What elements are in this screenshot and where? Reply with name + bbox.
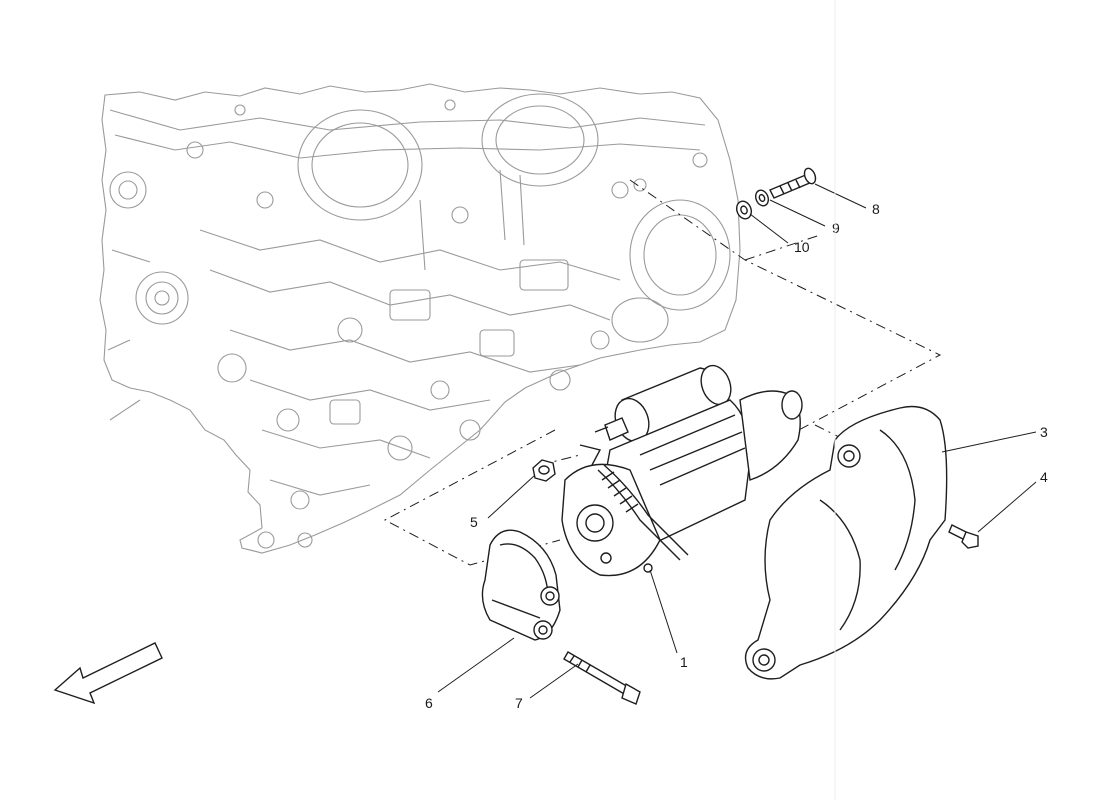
front-direction-arrow-icon [53,642,163,705]
callout-4: 4 [1040,469,1048,485]
spacer-washer [735,200,753,220]
starter-heat-shield [744,405,948,680]
nut [532,459,556,482]
shield-screw [948,524,979,549]
callout-3: 3 [1040,424,1048,440]
callout-10: 10 [794,239,810,255]
mounting-bolt [769,167,817,199]
engine-block [99,83,741,554]
callout-6: 6 [425,695,433,711]
callout-5: 5 [470,514,478,530]
callout-7: 7 [515,695,523,711]
starter-support-bracket [481,529,561,641]
long-bolt [563,651,641,705]
leader-lines [437,183,1037,699]
callout-1: 1 [680,654,688,670]
callout-8: 8 [872,201,880,217]
washer [754,189,770,207]
callout-labels: 8 9 10 3 4 5 1 6 7 [425,201,1048,711]
starter-motor [561,364,803,577]
callout-9: 9 [832,220,840,236]
